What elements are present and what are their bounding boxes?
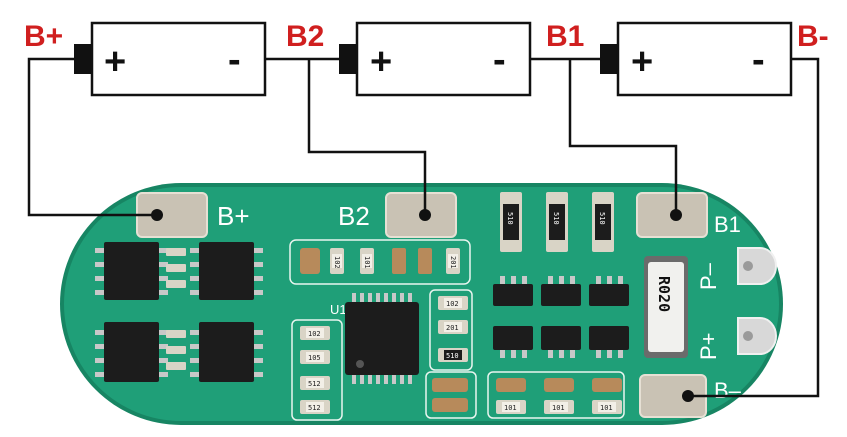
wire-b-minus — [688, 57, 820, 398]
svg-text:101: 101 — [504, 404, 517, 412]
cell-2-plus-sign: + — [370, 41, 392, 83]
shunt-code: R020 — [655, 276, 673, 312]
mosfet-3 — [95, 322, 168, 382]
svg-text:102: 102 — [333, 256, 341, 269]
cell-3-plus-sign: + — [631, 41, 653, 83]
wiring — [27, 57, 820, 398]
wire-b-plus — [27, 57, 157, 217]
silk-label-b2: B2 — [338, 201, 370, 231]
svg-text:102: 102 — [446, 300, 459, 308]
label-b-minus: B- — [797, 20, 829, 53]
mosfet-group-left — [95, 242, 263, 382]
battery-cell-1: + - — [74, 21, 267, 97]
cell-3-minus-sign: - — [752, 39, 765, 81]
balance-mosfet-1 — [493, 276, 533, 358]
label-b2: B2 — [286, 20, 324, 53]
balance-mosfet-group — [493, 276, 629, 358]
wire-solder-points — [151, 209, 694, 402]
protection-ic-u1 — [345, 293, 419, 384]
silk-label-u1: U1 — [330, 302, 347, 317]
silk-label-b1: B1 — [714, 212, 741, 237]
terminal-p-minus[interactable] — [737, 247, 777, 285]
battery-cell-2: + - — [339, 21, 532, 97]
svg-text:101: 101 — [363, 256, 371, 269]
svg-text:102: 102 — [308, 330, 321, 338]
svg-text:510: 510 — [506, 212, 514, 225]
svg-text:510: 510 — [598, 212, 606, 225]
svg-text:510: 510 — [552, 212, 560, 225]
svg-text:512: 512 — [308, 380, 321, 388]
svg-text:201: 201 — [449, 256, 457, 269]
cell-1-plus-sign: + — [104, 41, 126, 83]
svg-text:101: 101 — [552, 404, 565, 412]
terminal-p-plus[interactable] — [737, 317, 777, 355]
silk-label-b-minus: B– — [714, 378, 742, 403]
balance-resistor-3: 510 — [592, 192, 614, 252]
cell-2-minus-sign: - — [493, 39, 506, 81]
svg-text:510: 510 — [446, 352, 459, 360]
shunt-resistor: R020 — [644, 256, 688, 358]
wire-b1 — [568, 59, 678, 215]
balance-resistor-1: 510 — [500, 192, 522, 252]
svg-text:105: 105 — [308, 354, 321, 362]
silkscreen-outlines — [289, 239, 625, 421]
mosfet-2 — [190, 242, 263, 300]
mosfet-4 — [190, 322, 263, 382]
balance-mosfet-3 — [589, 276, 629, 358]
silk-label-b-plus: B+ — [217, 201, 250, 231]
label-b1: B1 — [546, 20, 584, 53]
svg-text:101: 101 — [600, 404, 613, 412]
cell-1-minus-sign: - — [228, 39, 241, 81]
bms-pcb: B+ B2 B1 B– U1 P– P+ R020 — [60, 183, 783, 425]
smd-passives: 102 101 201 102 105 512 512 102 201 510 … — [300, 248, 622, 414]
balance-mosfet-2 — [541, 276, 581, 358]
wire-b2 — [307, 59, 427, 215]
balance-resistor-2: 510 — [546, 192, 568, 252]
silk-label-p-minus: P– — [696, 262, 721, 290]
svg-text:512: 512 — [308, 404, 321, 412]
svg-text:201: 201 — [446, 324, 459, 332]
label-b-plus: B+ — [24, 20, 63, 53]
mosfet-1 — [95, 242, 168, 300]
silk-label-p-plus: P+ — [696, 332, 721, 360]
battery-cell-3: + - — [600, 21, 793, 97]
